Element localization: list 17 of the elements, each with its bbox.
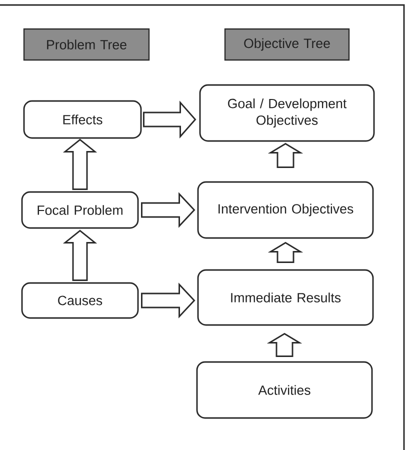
heading-box: Problem Tree [23, 28, 150, 61]
rounded-box: Intervention Objectives [197, 181, 374, 239]
block-arrow [141, 282, 196, 318]
block-arrow [143, 100, 196, 138]
block-arrow [266, 332, 302, 357]
heading-box: Objective Tree [224, 28, 350, 61]
block-arrow [141, 192, 196, 228]
rounded-box: Immediate Results [197, 269, 374, 326]
block-arrow [268, 142, 304, 168]
rounded-box: Goal / Development Objectives [199, 84, 375, 142]
block-arrow [62, 138, 98, 190]
rounded-box: Focal Problem [21, 191, 139, 229]
block-arrow [62, 230, 98, 281]
rounded-box: Effects [23, 100, 142, 139]
rounded-box: Activities [196, 361, 373, 419]
rounded-box: Causes [21, 282, 139, 319]
block-arrow [268, 242, 304, 263]
